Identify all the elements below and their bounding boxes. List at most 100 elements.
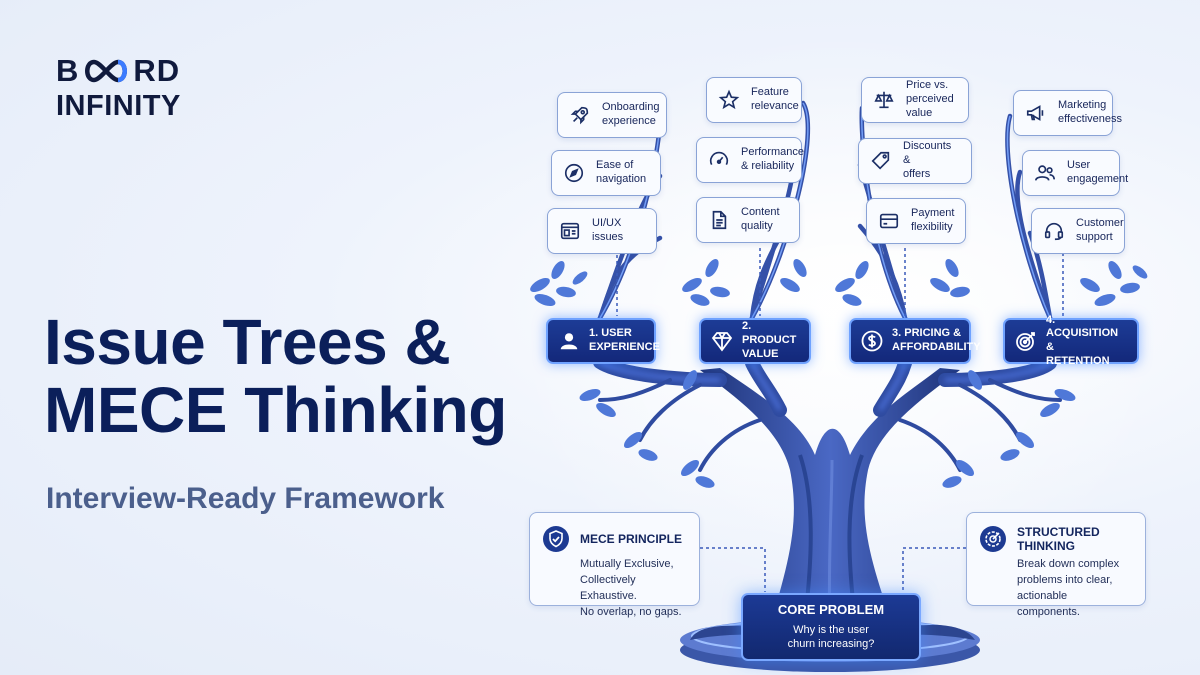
logo-line-1: B RD [56,55,181,86]
tree-leaf [950,286,970,298]
mece-body: Mutually Exclusive, Collectively Exhaust… [580,558,682,618]
item-label: Content quality [741,206,780,232]
tree-leaf [1094,293,1116,307]
tree-leaf [1000,449,1020,461]
tree-leaf [855,260,869,280]
speedometer-icon [707,148,731,172]
target-gear-icon [979,525,1007,553]
page-subtitle: Interview-Ready Framework [46,482,445,515]
users-icon [1033,161,1057,185]
tree-leaf [695,476,715,488]
core-problem-title: CORE PROBLEM [777,602,885,617]
tree-leaf [835,278,855,292]
tree-leaf [638,449,658,461]
item-customer-support: Customer support [1031,208,1125,254]
item-content-quality: Content quality [696,197,800,243]
item-label: Price vs. perceived value [906,79,954,119]
structured-body: Break down complex problems into clear, … [1017,558,1120,618]
tree-leaf [705,258,719,278]
headset-icon [1042,219,1066,243]
item-label: Onboarding experience [602,101,660,127]
tree-leaf [680,459,700,477]
title-line-1: Issue Trees & [44,306,451,378]
tree-leaf [556,286,576,298]
page-title: Issue Trees & MECE Thinking [44,308,507,445]
tree-leaf [1054,388,1076,402]
diamond-icon [710,329,734,353]
logo-line-2: INFINITY [56,90,181,122]
category-pricing-affordability: 3. PRICING & AFFORDABILITY [849,318,981,364]
tree-leaf [710,286,730,298]
tag-icon [869,149,893,173]
tree-leaf [1132,265,1148,279]
layout-icon [558,219,582,243]
document-icon [707,208,731,232]
tree-leaf [596,403,616,417]
category-label: 4. ACQUISITION & RETENTION [1046,313,1119,367]
tree-leaf [1080,278,1100,292]
tree-leaf [534,293,556,307]
core-problem-question: Why is the user churn increasing? [787,624,875,650]
dollar-icon [860,329,884,353]
item-label: Customer support [1076,217,1124,243]
item-label: UI/UX issues [592,217,624,243]
tree-leaf [683,370,697,390]
item-performance-reliability: Performance & reliability [696,137,804,183]
credit-card-icon [877,209,901,233]
tree-leaf [1040,402,1060,417]
megaphone-icon [1024,101,1048,125]
rocket-icon [568,103,592,127]
item-label: Ease of navigation [596,159,647,185]
infinity-loop-icon [85,59,128,82]
tree-leaf [572,271,588,285]
tree-leaf [780,278,800,292]
tree-leaf [690,294,710,306]
tree-leaf [968,370,982,390]
item-onboarding-experience: Onboarding experience [557,92,667,138]
item-payment-flexibility: Payment flexibility [866,198,966,244]
board-infinity-logo[interactable]: B RD INFINITY [56,55,181,121]
tree-leaf [579,388,601,402]
mece-title: MECE PRINCIPLE [580,532,683,546]
tree-leaf [1108,260,1122,280]
category-product-value: 2. PRODUCT VALUE [699,318,811,364]
tree-leaf [955,459,975,477]
item-discounts-offers: Discounts & offers [858,138,972,184]
logo-letters-rd: RD [133,53,181,88]
core-problem-box: CORE PROBLEM Why is the user churn incre… [741,593,921,661]
tree-leaf [793,258,807,278]
tree-leaf [682,278,702,292]
item-marketing-effectiveness: Marketing effectiveness [1013,90,1122,136]
item-label: Marketing effectiveness [1058,99,1123,125]
item-ui-ux-issues: UI/UX issues [547,208,657,254]
tree-leaf [945,258,959,278]
item-label: Performance & reliability [741,146,804,172]
item-label: User engagement [1067,159,1129,185]
item-feature-relevance: Feature relevance [706,77,802,123]
scale-icon [872,88,896,112]
item-user-engagement: User engagement [1022,150,1128,196]
tree-leaf [930,278,950,292]
category-label: 2. PRODUCT VALUE [742,320,797,360]
item-price-vs-perceived-value: Price vs. perceived value [861,77,969,123]
structured-thinking-card: STRUCTURED THINKING Break down complex p… [966,512,1146,618]
shield-check-icon [542,525,570,553]
user-icon [557,329,581,353]
tree-leaf [530,278,550,292]
structured-title: STRUCTURED THINKING [1017,525,1100,553]
tree-leaf [551,260,565,280]
category-acquisition-retention: 4. ACQUISITION & RETENTION [1003,314,1139,367]
item-label: Feature relevance [751,86,799,112]
item-label: Payment flexibility [911,207,955,233]
logo-letter-b: B [56,53,80,88]
mece-principle-card: MECE PRINCIPLE Mutually Exclusive, Colle… [529,512,700,618]
tree-leaf [942,476,962,488]
tree-leaf [842,294,862,306]
tree-leaf [623,431,643,449]
item-ease-of-navigation: Ease of navigation [551,150,661,196]
category-user-experience: 1. USER EXPERIENCE [546,318,660,364]
tree-leaf [1015,431,1035,449]
target-icon [1014,329,1038,353]
star-icon [717,88,741,112]
